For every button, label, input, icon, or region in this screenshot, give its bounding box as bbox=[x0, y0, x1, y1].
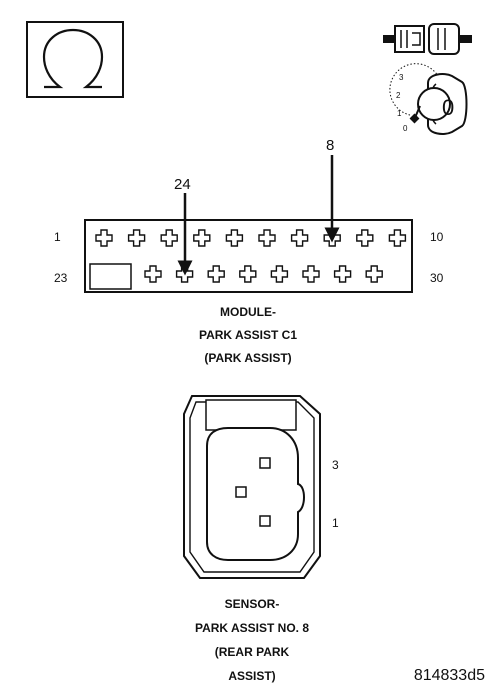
key-position-3: 3 bbox=[399, 73, 404, 82]
key-position-2: 2 bbox=[396, 91, 401, 100]
sensor-caption-line-3: (REAR PARK bbox=[215, 645, 290, 659]
module-connector: 24 8 1 10 23 30 MODULE- PARK ASSIST C1 (… bbox=[54, 137, 444, 365]
key-current-position: 0 bbox=[442, 95, 454, 120]
sensor-caption-line-2: PARK ASSIST NO. 8 bbox=[195, 621, 309, 635]
ignition-key-icon: 3 2 1 0 0 bbox=[389, 63, 468, 135]
callout-24: 24 bbox=[174, 176, 191, 193]
pin-label-30: 30 bbox=[430, 271, 444, 285]
pin-label-1: 1 bbox=[54, 230, 61, 244]
ohm-meter-icon bbox=[26, 21, 124, 98]
sensor-caption-line-4: ASSIST) bbox=[228, 669, 275, 683]
sensor-pin-label-3: 3 bbox=[332, 458, 339, 472]
disconnected-connector-icon bbox=[383, 23, 472, 55]
module-caption-line-1: MODULE- bbox=[220, 305, 276, 319]
sensor-connector: 3 1 SENSOR- PARK ASSIST NO. 8 (REAR PARK… bbox=[183, 395, 339, 683]
figure-id: 814833d5 bbox=[414, 667, 485, 684]
module-caption-line-3: (PARK ASSIST) bbox=[204, 351, 291, 365]
pin-label-23: 23 bbox=[54, 271, 68, 285]
pin-label-10: 10 bbox=[430, 230, 444, 244]
sensor-pin-label-1: 1 bbox=[332, 516, 339, 530]
module-caption-line-2: PARK ASSIST C1 bbox=[199, 328, 297, 342]
callout-8: 8 bbox=[326, 137, 334, 154]
key-position-0: 0 bbox=[403, 124, 408, 133]
sensor-caption-line-1: SENSOR- bbox=[225, 597, 280, 611]
key-position-1: 1 bbox=[397, 109, 402, 118]
